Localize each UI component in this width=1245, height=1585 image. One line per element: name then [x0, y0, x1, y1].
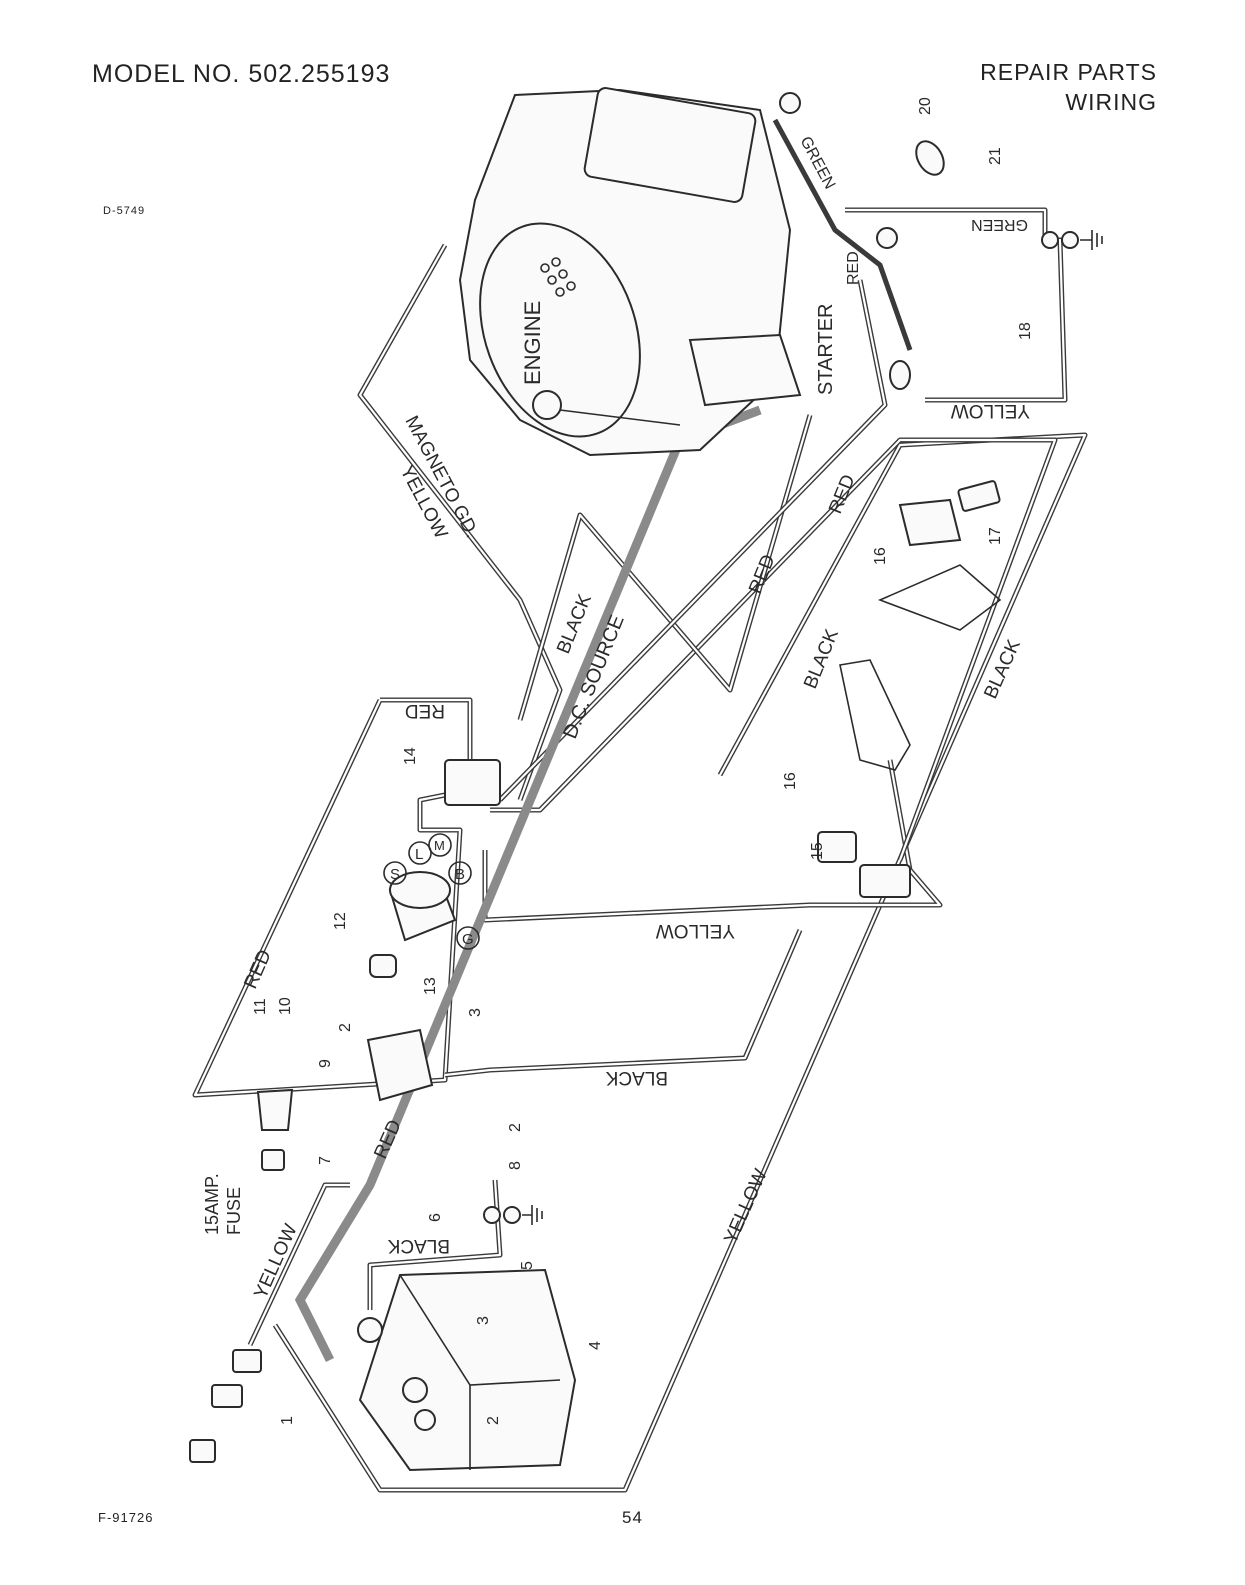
- callout-11: 11: [252, 998, 269, 1015]
- yellow-wire-label-2: YELLOW: [951, 400, 1030, 421]
- callout-7: 7: [317, 1156, 334, 1165]
- battery: [358, 1270, 575, 1470]
- starter-label: STARTER: [815, 304, 837, 396]
- callout-16b: 16: [872, 547, 889, 565]
- callout-10: 10: [277, 997, 294, 1015]
- terminal-b: B: [455, 866, 465, 883]
- red-wire-label-2: RED: [825, 472, 860, 517]
- callout-5: 5: [519, 1261, 536, 1270]
- red-wire-label-4: RED: [240, 947, 276, 992]
- red-wire-label-3: RED: [405, 700, 445, 721]
- connector-9: [368, 1030, 432, 1100]
- red-wire-label-6: RED: [845, 251, 862, 285]
- callout-4: 4: [587, 1341, 604, 1350]
- fuse-holder: [258, 1090, 292, 1170]
- callout-18: 18: [1017, 322, 1034, 340]
- callout-20: 20: [917, 97, 934, 115]
- red-wire-label: RED: [745, 552, 780, 597]
- callout-1: 1: [279, 1416, 296, 1425]
- callout-14: 14: [402, 747, 419, 765]
- callout-8: 8: [507, 1161, 524, 1170]
- relay-14: [445, 760, 500, 805]
- callout-12: 12: [332, 912, 349, 930]
- callout-6: 6: [427, 1213, 444, 1222]
- ignition-switch: [370, 872, 455, 977]
- engine-label: ENGINE: [520, 301, 545, 385]
- callout-3: 3: [467, 1008, 484, 1017]
- terminal-m: M: [434, 838, 445, 853]
- callout-9: 9: [317, 1059, 334, 1068]
- red-wire-label-5: RED: [370, 1117, 406, 1162]
- yellow-wire-label-3: YELLOW: [656, 920, 735, 941]
- seat-switch-17: [880, 480, 1000, 630]
- callout-21: 21: [987, 147, 1004, 165]
- fuse-label: FUSE: [224, 1187, 244, 1235]
- connector-1: [190, 1350, 261, 1462]
- callout-13: 13: [422, 977, 439, 995]
- terminal-s: S: [390, 866, 400, 883]
- terminal-g: G: [462, 931, 474, 948]
- black-wire-label-3: BLACK: [980, 636, 1025, 702]
- callout-15: 15: [809, 842, 826, 860]
- bracket: [840, 660, 910, 770]
- callout-2: 2: [507, 1123, 524, 1132]
- black-wire-label-2: BLACK: [800, 626, 843, 692]
- solenoid-15: [818, 832, 910, 897]
- green-wire-label: GREEN: [971, 216, 1028, 233]
- terminal-l: L: [415, 846, 423, 863]
- black-wire-label-5: BLACK: [387, 1235, 450, 1256]
- fuse-rating-label: 15AMP.: [202, 1173, 222, 1235]
- callout-3b: 3: [475, 1316, 492, 1325]
- green-wire-label-2: GREEN: [796, 134, 838, 192]
- yellow-wire-label-5: YELLOW: [720, 1166, 771, 1247]
- black-wire-label-4: BLACK: [605, 1067, 668, 1088]
- callout-16: 16: [782, 772, 799, 790]
- callout-17: 17: [987, 527, 1004, 545]
- callout-2b: 2: [337, 1023, 354, 1032]
- callout-2c: 2: [485, 1416, 502, 1425]
- engine: [452, 87, 800, 459]
